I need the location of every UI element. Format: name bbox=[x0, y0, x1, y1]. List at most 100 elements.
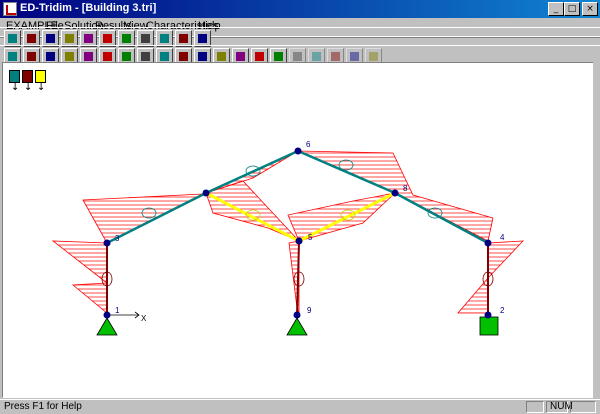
node-label-1: 1 bbox=[115, 306, 120, 315]
menu-help[interactable]: Help bbox=[198, 20, 221, 32]
load-check-icon bbox=[198, 52, 207, 61]
maximize-button[interactable]: □ bbox=[564, 2, 580, 16]
node-label-2: 2 bbox=[500, 306, 505, 315]
node-icon bbox=[122, 34, 131, 43]
global-axes bbox=[107, 311, 140, 319]
zoom-in-icon bbox=[217, 52, 226, 61]
status-panel-caps bbox=[526, 401, 544, 413]
toolbar-loads bbox=[0, 45, 600, 67]
restraint-icon bbox=[160, 52, 169, 61]
menu-file[interactable]: File bbox=[46, 20, 64, 32]
left-rafter-b[interactable] bbox=[205, 149, 299, 195]
structure-canvas[interactable]: X 1 2 3 4 5 6 8 9 bbox=[2, 62, 596, 398]
menu-results[interactable]: Results bbox=[95, 20, 132, 32]
disabled-b-icon bbox=[312, 52, 321, 61]
menu-solution[interactable]: Solution bbox=[64, 20, 104, 32]
close-button[interactable]: × bbox=[582, 2, 598, 16]
support-pinned-1[interactable] bbox=[96, 317, 118, 336]
help-pointer-button[interactable] bbox=[194, 30, 211, 47]
support-pinned-9[interactable] bbox=[286, 317, 308, 336]
help-pointer-icon bbox=[198, 34, 207, 43]
load-check-button[interactable] bbox=[194, 48, 211, 65]
section-icon bbox=[84, 34, 93, 43]
frame-tower-button[interactable] bbox=[61, 30, 78, 47]
down-arrow-icon: ↓ bbox=[37, 82, 46, 93]
left-rafter-a[interactable] bbox=[106, 191, 207, 245]
status-help-text: Press F1 for Help bbox=[4, 401, 82, 412]
frame-3d-button[interactable] bbox=[23, 30, 40, 47]
axis-x-label: X bbox=[141, 314, 147, 323]
load-ps-icon bbox=[103, 52, 112, 61]
question-button[interactable] bbox=[175, 30, 192, 47]
node-2[interactable] bbox=[484, 311, 492, 319]
node-label-9: 9 bbox=[307, 306, 312, 315]
grid-button[interactable] bbox=[99, 30, 116, 47]
legend-yellow-load[interactable] bbox=[35, 70, 46, 83]
node-label-8: 8 bbox=[403, 184, 408, 193]
title-bar: ED-Tridim - [Building 3.tri] _ □ × bbox=[0, 0, 600, 18]
yellow-element-icon bbox=[8, 52, 17, 61]
node-9[interactable] bbox=[293, 311, 301, 319]
green-element-icon bbox=[27, 52, 36, 61]
toolbar-separator bbox=[0, 36, 600, 38]
menu-example[interactable]: EXAMPLE bbox=[6, 20, 58, 32]
load-yellow-icon bbox=[179, 52, 188, 61]
calc-icon bbox=[274, 52, 283, 61]
restraint-button[interactable] bbox=[156, 48, 173, 65]
app-icon[interactable] bbox=[3, 2, 17, 16]
vertical-scrollbar[interactable] bbox=[593, 62, 598, 398]
display-button[interactable] bbox=[137, 30, 154, 47]
node-8[interactable] bbox=[391, 189, 399, 197]
frame-2d-button[interactable] bbox=[4, 30, 21, 47]
center-column[interactable] bbox=[296, 242, 300, 316]
menu-characteristics[interactable]: Characteristics bbox=[146, 20, 219, 32]
node-5[interactable] bbox=[295, 237, 303, 245]
moment-diagram-left-column-lower bbox=[71, 282, 108, 314]
section-button[interactable] bbox=[80, 30, 97, 47]
calc-button[interactable] bbox=[270, 48, 287, 65]
node-1[interactable] bbox=[103, 311, 111, 319]
window-title: ED-Tridim - [Building 3.tri] bbox=[20, 2, 157, 14]
right-rafter-b[interactable] bbox=[394, 191, 489, 245]
right-rafter-a[interactable] bbox=[297, 149, 396, 195]
status-bar: Press F1 for Help NUM bbox=[0, 399, 600, 414]
disabled-d-icon bbox=[350, 52, 359, 61]
moment-diagram-right-column bbox=[457, 240, 524, 314]
load-dy-icon bbox=[65, 52, 74, 61]
frame-building-button[interactable] bbox=[42, 30, 59, 47]
minimize-button[interactable]: _ bbox=[548, 2, 564, 16]
grid-icon bbox=[103, 34, 112, 43]
menu-view[interactable]: View bbox=[124, 20, 148, 32]
node-7[interactable] bbox=[202, 189, 210, 197]
node-3[interactable] bbox=[103, 239, 111, 247]
disabled-a-icon bbox=[293, 52, 302, 61]
moment-symbols bbox=[101, 159, 494, 287]
support-fixed-2[interactable] bbox=[479, 316, 499, 336]
frame-building-icon bbox=[46, 34, 55, 43]
legend-maroon-load[interactable] bbox=[22, 70, 33, 83]
down-arrow-icon: ↓ bbox=[24, 82, 33, 93]
down-arrow-icon: ↓ bbox=[11, 82, 20, 93]
frame-drawing: X 1 2 3 4 5 6 8 9 bbox=[51, 140, 524, 336]
zoom-extents-icon bbox=[255, 52, 264, 61]
question-icon bbox=[179, 34, 188, 43]
status-panel-num: NUM bbox=[546, 401, 573, 413]
node-4[interactable] bbox=[484, 239, 492, 247]
yellow-brace-right[interactable] bbox=[298, 191, 396, 243]
frame-tower-icon bbox=[65, 34, 74, 43]
support-icon bbox=[141, 52, 150, 61]
disabled-e-button[interactable] bbox=[365, 48, 382, 65]
moment-icon bbox=[84, 52, 93, 61]
frame-3d-icon bbox=[27, 34, 36, 43]
disabled-b-button[interactable] bbox=[308, 48, 325, 65]
node-label-6: 6 bbox=[306, 140, 311, 149]
node-6[interactable] bbox=[294, 147, 302, 155]
node-button[interactable] bbox=[118, 30, 135, 47]
status-panel-scrl bbox=[570, 401, 596, 413]
info-button[interactable] bbox=[156, 30, 173, 47]
zoom-cancel-icon bbox=[236, 52, 245, 61]
info-icon bbox=[160, 34, 169, 43]
legend-teal-load[interactable] bbox=[9, 70, 20, 83]
yellow-brace-left[interactable] bbox=[205, 191, 300, 243]
load-dy-button[interactable] bbox=[61, 48, 78, 65]
